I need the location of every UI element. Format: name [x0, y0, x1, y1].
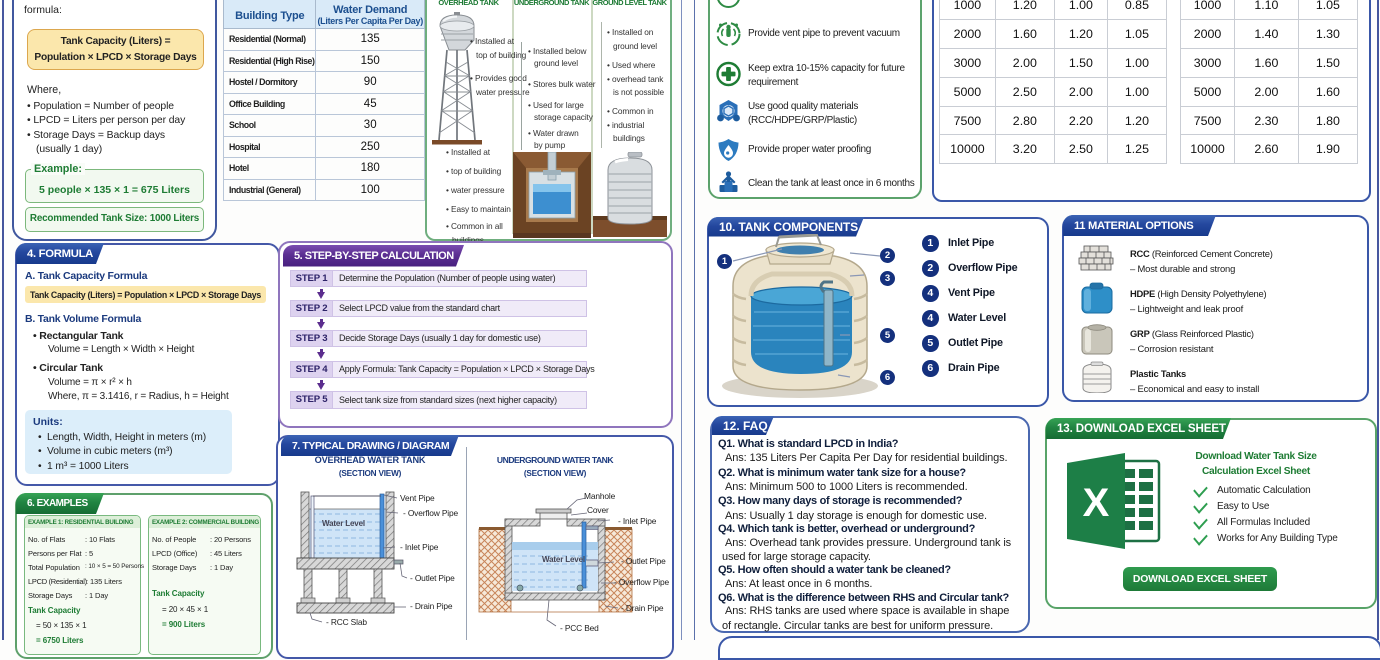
svg-text:X: X	[1083, 481, 1110, 525]
